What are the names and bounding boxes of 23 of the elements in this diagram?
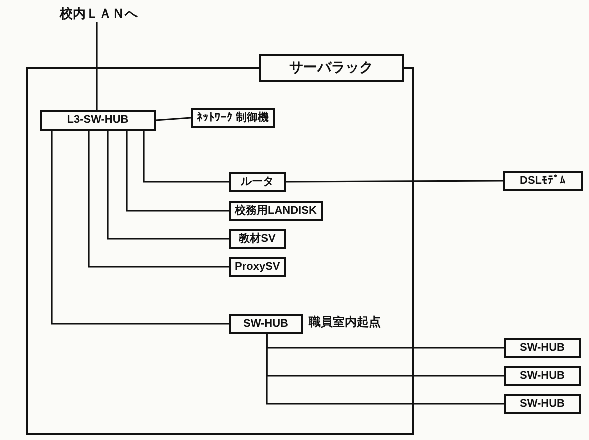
device-box: SW-HUB (504, 338, 581, 358)
device-box: SW-HUB (504, 394, 581, 414)
connector-line (51, 131, 229, 325)
connector-line (266, 334, 504, 405)
connector-line (107, 131, 229, 240)
connector-line (143, 131, 229, 183)
connector-line (286, 180, 503, 183)
connector-line (96, 22, 98, 110)
device-box: DSLﾓﾃﾞﾑ (503, 171, 583, 191)
connector-line (88, 131, 229, 268)
rack-label: サーバラック (259, 54, 404, 82)
device-box: 教材SV (229, 229, 286, 249)
uplink-label: 校内ＬＡＮへ (60, 6, 138, 22)
device-box: ProxySV (229, 257, 286, 277)
device-box: ルータ (229, 172, 286, 192)
device-box: L3-SW-HUB (40, 110, 156, 131)
device-box: 校務用LANDISK (229, 201, 323, 221)
connector-line (156, 117, 192, 122)
location-note: 職員室内起点 (309, 315, 381, 329)
device-box: ﾈｯﾄﾜｰｸ 制御機 (191, 108, 276, 128)
device-box: SW-HUB (229, 314, 303, 334)
connector-line (126, 131, 229, 212)
device-box: SW-HUB (504, 366, 581, 386)
